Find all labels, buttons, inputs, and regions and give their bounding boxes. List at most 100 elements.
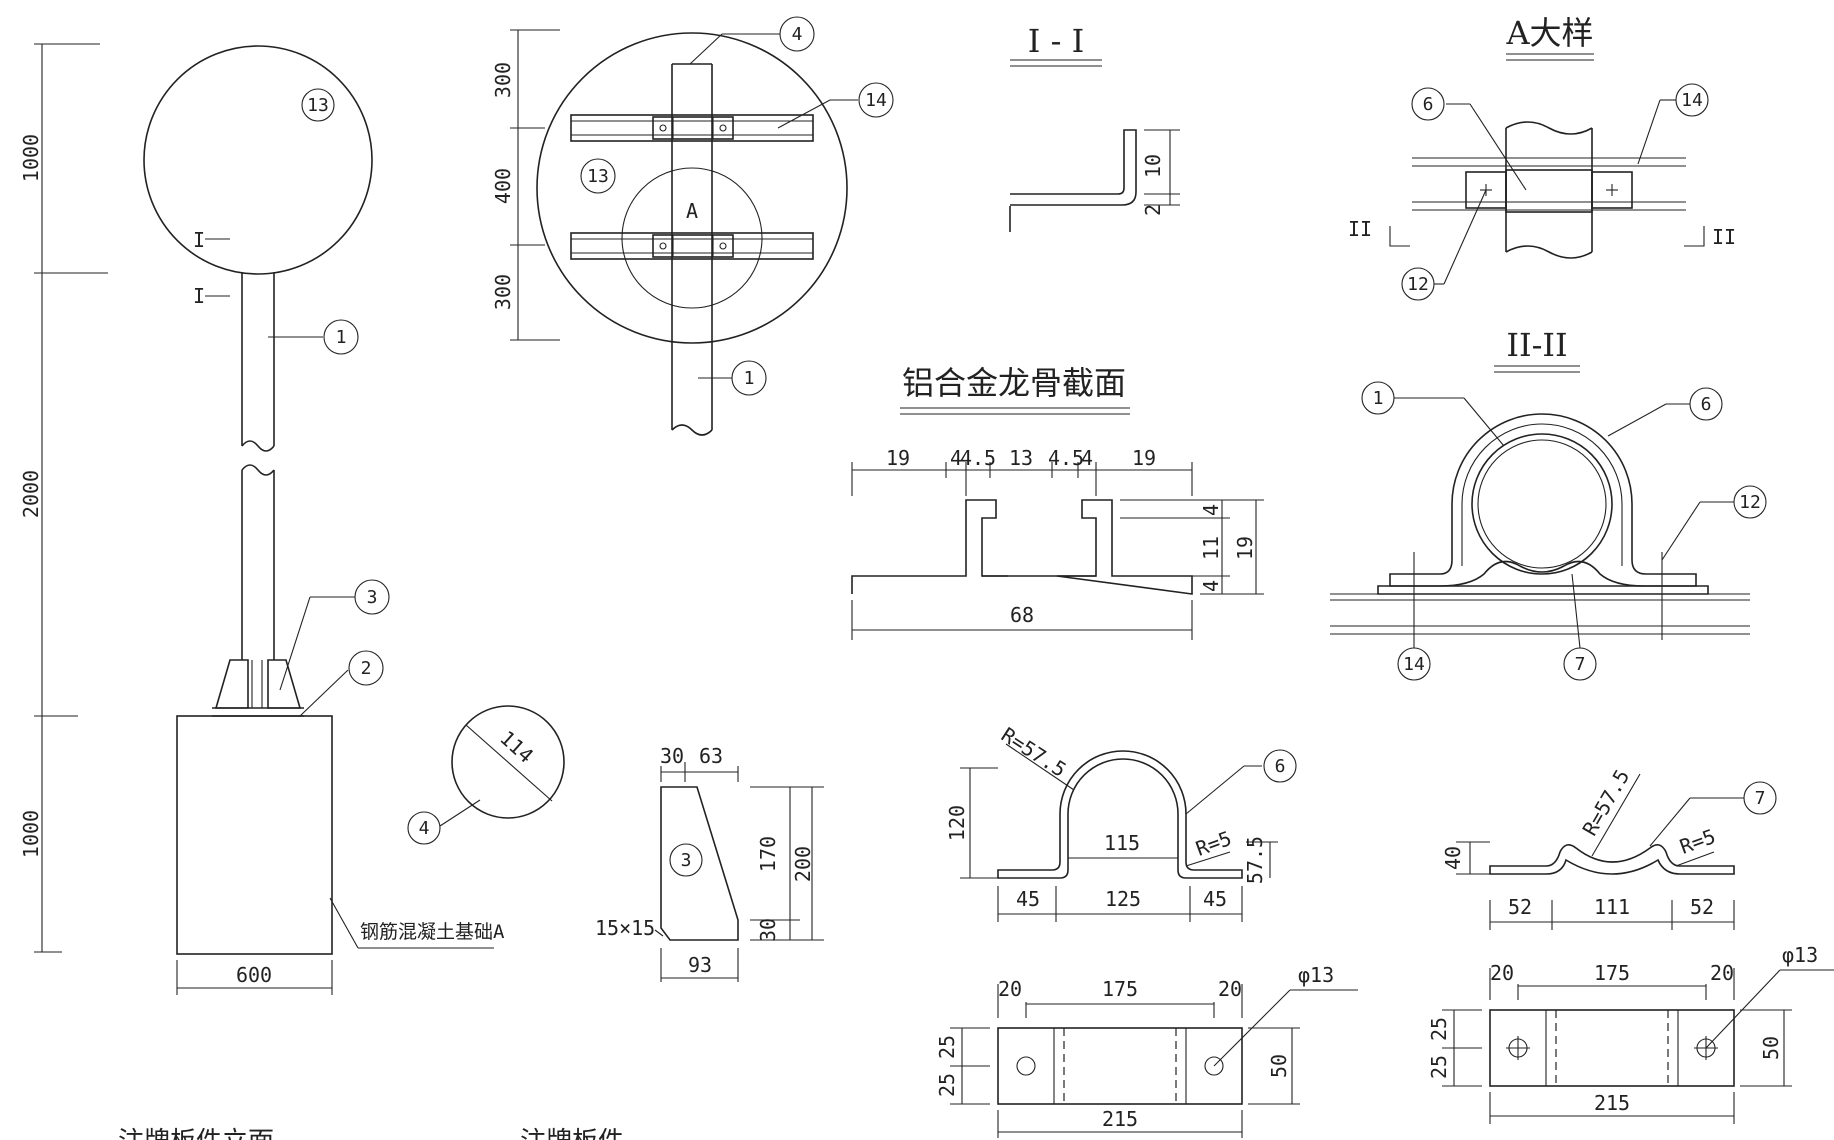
keel-section-view: 铝合金龙骨截面 19 4 4.5 13 4.5 4 19 4 11 4 19 [851, 364, 1264, 640]
hoop-plan-total: 215 [1102, 1107, 1138, 1131]
keel-dim-13: 13 [1009, 446, 1033, 470]
cap-detail: 114 4 [407, 705, 565, 845]
keel-dim-right-4-bottom: 4 [1199, 580, 1223, 592]
keel-dim-19-left: 19 [886, 446, 910, 470]
balloon-bolt-a: 12 [1407, 274, 1429, 295]
hoop-detail: R=57.5 6 R=5 120 115 57.5 45 125 45 φ13 [935, 722, 1358, 1138]
liner-hole: φ13 [1782, 943, 1818, 967]
balloon-bolt-ii: 12 [1739, 492, 1761, 513]
dim-middle: 400 [491, 168, 515, 204]
dim-pole-height: 2000 [19, 470, 43, 518]
detail-a-section-right: II [1712, 225, 1736, 249]
rib-h-total: 200 [791, 846, 815, 882]
keel-dim-4-right: 4 [1081, 446, 1093, 470]
liner-detail: R=57.5 7 R=5 40 52 111 52 φ13 [1427, 765, 1834, 1124]
section-mark-i-top: I [193, 228, 205, 252]
balloon-pole: 1 [336, 327, 347, 348]
liner-plan-edge-r: 20 [1710, 961, 1734, 985]
balloon-base-plate: 2 [361, 658, 372, 679]
hoop-mid: 125 [1105, 887, 1141, 911]
balloon-sign: 13 [307, 95, 329, 116]
section-mark-i-bottom: I [193, 284, 205, 308]
hoop-inner: 115 [1104, 831, 1140, 855]
keel-dim-19-right: 19 [1132, 446, 1156, 470]
liner-mid: 111 [1594, 895, 1630, 919]
balloon-cap: 4 [792, 24, 803, 45]
detail-a-label: A [686, 199, 698, 223]
keel-dim-4.5-right: 4.5 [1048, 446, 1084, 470]
rib-top-b: 63 [699, 744, 723, 768]
hoop-plan-width: 50 [1267, 1054, 1291, 1078]
balloon-hoop-detail: 6 [1275, 756, 1286, 777]
dim-foundation-height: 1000 [19, 810, 43, 858]
hoop-left: 45 [1016, 887, 1040, 911]
liner-right: 52 [1690, 895, 1714, 919]
liner-radius: R=57.5 [1577, 765, 1634, 840]
section-i-view: I - I 10 2 [1009, 22, 1180, 232]
liner-height: 40 [1441, 846, 1465, 870]
hoop-right: 45 [1203, 887, 1227, 911]
hoop-radius: R=57.5 [997, 722, 1071, 781]
detail-a-section-left: II [1348, 217, 1372, 241]
concrete-foundation [176, 715, 333, 955]
sign-plate [143, 45, 373, 275]
dim-top: 300 [491, 62, 515, 98]
section-i-dim-2: 2 [1141, 204, 1165, 216]
dim-bottom: 300 [491, 274, 515, 310]
section-i-dim-10: 10 [1141, 154, 1165, 178]
keel-dim-right-19: 19 [1233, 536, 1257, 560]
keel-dim-4-left: 4 [950, 446, 962, 470]
hoop-offset: 57.5 [1243, 836, 1267, 884]
note-sign: 注牌板件 [520, 1127, 624, 1140]
balloon-liner-detail: 7 [1755, 788, 1766, 809]
hoop-plan-edge-l: 20 [998, 977, 1022, 1001]
hoop-plan-h1: 25 [935, 1035, 959, 1059]
keel-dim-right-11: 11 [1199, 536, 1223, 560]
dim-sign-height: 1000 [19, 134, 43, 182]
section-i-title: I - I [1028, 22, 1084, 60]
balloon-rail-a: 14 [1681, 90, 1703, 111]
balloon-pole-front: 1 [744, 368, 755, 389]
detail-a-view: A大样 II II 6 14 12 [1348, 14, 1736, 301]
balloon-hoop-ii: 6 [1701, 394, 1712, 415]
balloon-pole-ii: 1 [1373, 388, 1384, 409]
hoop-plan-edge-r: 20 [1218, 977, 1242, 1001]
keel-dim-4.5-left: 4.5 [960, 446, 996, 470]
balloon-cap-detail: 4 [419, 818, 430, 839]
liner-fillet: R=5 [1677, 824, 1719, 859]
hoop-plan-span: 175 [1102, 977, 1138, 1001]
note-elevation: 注牌板件立面 [118, 1127, 274, 1140]
hoop-hole: φ13 [1298, 963, 1334, 987]
liner-plan-h1: 25 [1427, 1017, 1451, 1041]
balloon-sign-front: 13 [587, 166, 609, 187]
liner-plan-width: 50 [1759, 1036, 1783, 1060]
rib-h-lower: 30 [756, 918, 780, 942]
keel-width: 68 [1010, 603, 1034, 627]
liner-plan-span: 175 [1594, 961, 1630, 985]
balloon-rib: 3 [367, 587, 378, 608]
dim-foundation-width: 600 [236, 963, 272, 987]
keel-dim-right-4-top: 4 [1199, 504, 1223, 516]
elevation-view: 1000 2000 1000 13 I I 1 3 2 [19, 43, 505, 995]
balloon-rail: 14 [865, 90, 887, 111]
rib-bottom: 93 [688, 953, 712, 977]
front-view: 300 400 300 A 4 14 13 [491, 16, 894, 436]
rib-top-a: 30 [660, 744, 684, 768]
rib-detail: 3 30 63 170 200 30 15×15 93 [595, 744, 824, 982]
detail-a-title: A大样 [1505, 14, 1593, 52]
liner-plan-h2: 25 [1427, 1055, 1451, 1079]
cap-diameter: 114 [495, 726, 538, 768]
liner-plan-edge-l: 20 [1490, 961, 1514, 985]
hoop-height: 120 [945, 805, 969, 841]
foundation-label: 钢筋混凝土基础A [360, 921, 505, 943]
liner-left: 52 [1508, 895, 1532, 919]
sign-front [536, 32, 848, 344]
balloon-liner-ii: 7 [1575, 654, 1586, 675]
liner-plan-total: 215 [1594, 1091, 1630, 1115]
hoop-fillet: R=5 [1193, 826, 1235, 861]
detail-a-circle [621, 167, 763, 309]
rib-h-upper: 170 [756, 836, 780, 872]
rib-chamfer: 15×15 [595, 916, 655, 940]
keel-section-title: 铝合金龙骨截面 [902, 364, 1126, 402]
